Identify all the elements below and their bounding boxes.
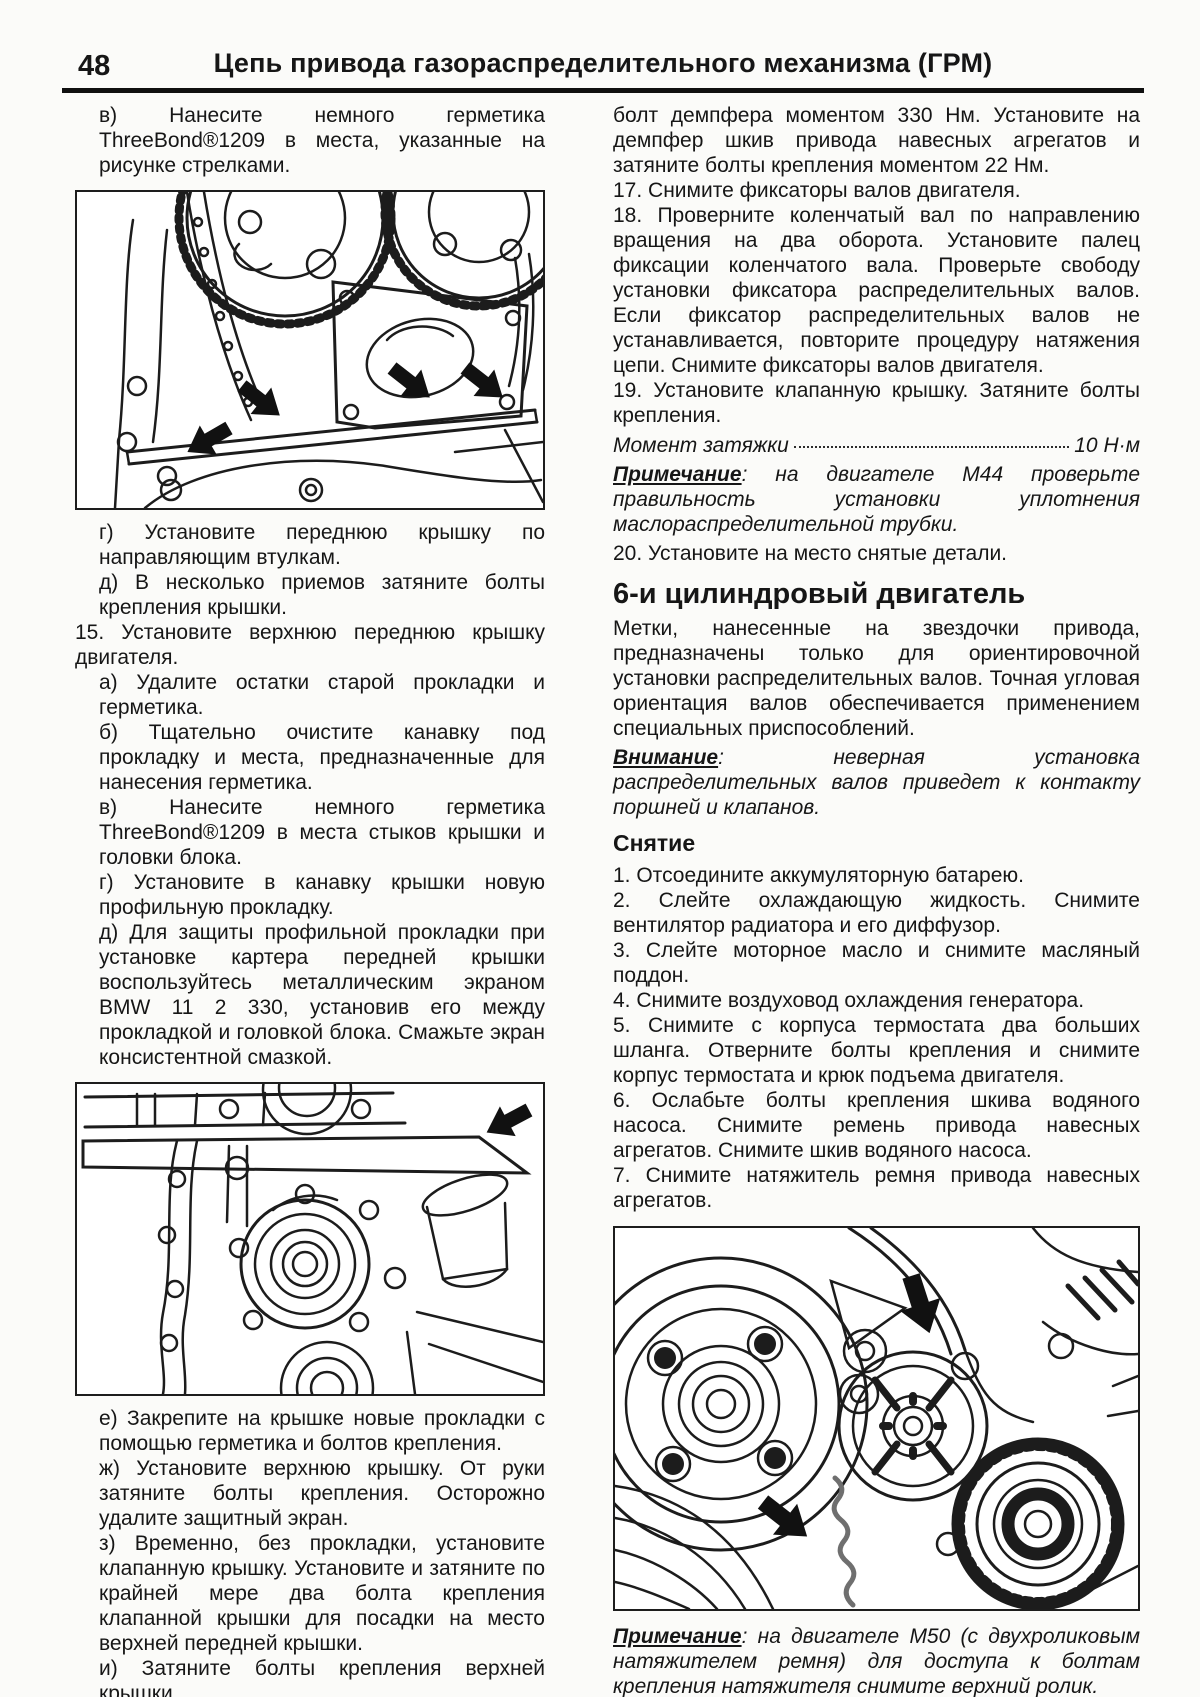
right-column: болт демпфера моментом 330 Нм. Установит… [613,103,1140,1697]
figure-sealant-locations [75,190,545,510]
item-15: 15. Установите верхнюю переднюю крышку д… [75,621,545,669]
note-m44: Примечание: на двигателе М44 проверьте п… [613,462,1140,537]
page-number: 48 [78,50,111,82]
subsection-removal: Снятие [613,830,696,856]
tensioner-drawing [615,1228,1138,1609]
step-g2-new-gasket: г) Установите в канавку крышки новую про… [99,871,545,919]
step-zh-upper-cover: ж) Установите верхнюю крышку. От руки за… [99,1457,545,1530]
removal-step-3: 3. Слейте моторное масло и снимите масля… [613,939,1140,987]
step-g-front-cover: г) Установите переднюю крышку по направл… [99,521,545,569]
left-column: в) Нанесите немного герметика ThreeBond®… [75,103,545,1697]
note-body: : на двигателе М50 (с двухроликовым натя… [613,1625,1140,1697]
attention-lead: Внимание [613,746,719,769]
removal-step-1: 1. Отсоедините аккумуляторную батарею. [613,864,1024,887]
shield-install-drawing [81,1084,543,1394]
item-17: 17. Снимите фиксаторы валов двигателя. [613,179,1021,202]
attention-note: Внимание: неверная установка распределит… [613,745,1140,820]
section-intro: Метки, нанесенные на звездочки привода, … [613,617,1140,740]
figure-protective-shield [75,1082,545,1396]
item-18: 18. Проверните коленчатый вал по направл… [613,204,1140,377]
step-v2-sealant-joints: в) Нанесите немного герметика ThreeBond®… [99,796,545,869]
page-header: 48 Цепь привода газораспределительного м… [62,48,1144,93]
step-v-sealant: в) Нанесите немного герметика ThreeBond®… [99,104,545,177]
torque-value: 10 Н·м [1074,434,1140,457]
shield-arrow-icon [486,1103,533,1137]
step-e-new-gaskets: е) Закрепите на крышке новые прокладки с… [99,1407,545,1455]
removal-step-5: 5. Снимите с корпуса термостата два боль… [613,1014,1140,1087]
note-body: : на двигателе М44 проверьте правильност… [613,463,1140,536]
page-title: Цепь привода газораспределительного меха… [213,48,993,78]
sealant-arrow-icons [187,362,503,455]
note-lead: Примечание [613,463,742,486]
removal-step-7: 7. Снимите натяжитель ремня привода наве… [613,1164,1140,1212]
step-a-remove-gasket: а) Удалите остатки старой прокладки и ге… [99,671,545,719]
section-title-6cyl: 6-и цилиндровый двигатель [613,578,1026,610]
step-d-tighten-bolts: д) В несколько приемов затяните болты кр… [99,571,545,619]
note-lead: Примечание [613,1625,742,1648]
engine-front-cover-drawing [113,192,543,508]
step-z-valve-cover: з) Временно, без прокладки, установите к… [99,1532,545,1655]
figure-drive-belt-tensioner [613,1226,1140,1611]
item-19: 19. Установите клапанную крышку. Затянит… [613,379,1140,427]
step-i-tighten-upper: и) Затяните болты крепления верхней крыш… [99,1657,545,1697]
note-m50: Примечание: на двигателе М50 (с двухроли… [613,1624,1140,1697]
tensioner-bolt-arrow-icons [757,1273,941,1537]
step-d2-shield: д) Для защиты профильной прокладки при у… [99,921,545,1069]
torque-spec-right: Момент затяжки 10 Н·м [613,433,1140,458]
removal-step-6: 6. Ослабьте болты крепления шкива водяно… [613,1089,1140,1162]
torque-label: Момент затяжки [613,434,789,457]
item-20: 20. Установите на место снятые детали. [613,542,1008,565]
removal-step-4: 4. Снимите воздуховод охлаждения генерат… [613,989,1085,1012]
pulley-bolts [654,1333,786,1475]
item-16-continuation: болт демпфера моментом 330 Нм. Установит… [613,104,1140,177]
step-b-clean-groove: б) Тщательно очистите канавку под прокла… [99,721,545,794]
dot-leader [793,446,1070,448]
attention-body: : неверная установка распределительных в… [613,746,1140,819]
removal-step-2: 2. Слейте охлаждающую жидкость. Снимите … [613,889,1140,937]
